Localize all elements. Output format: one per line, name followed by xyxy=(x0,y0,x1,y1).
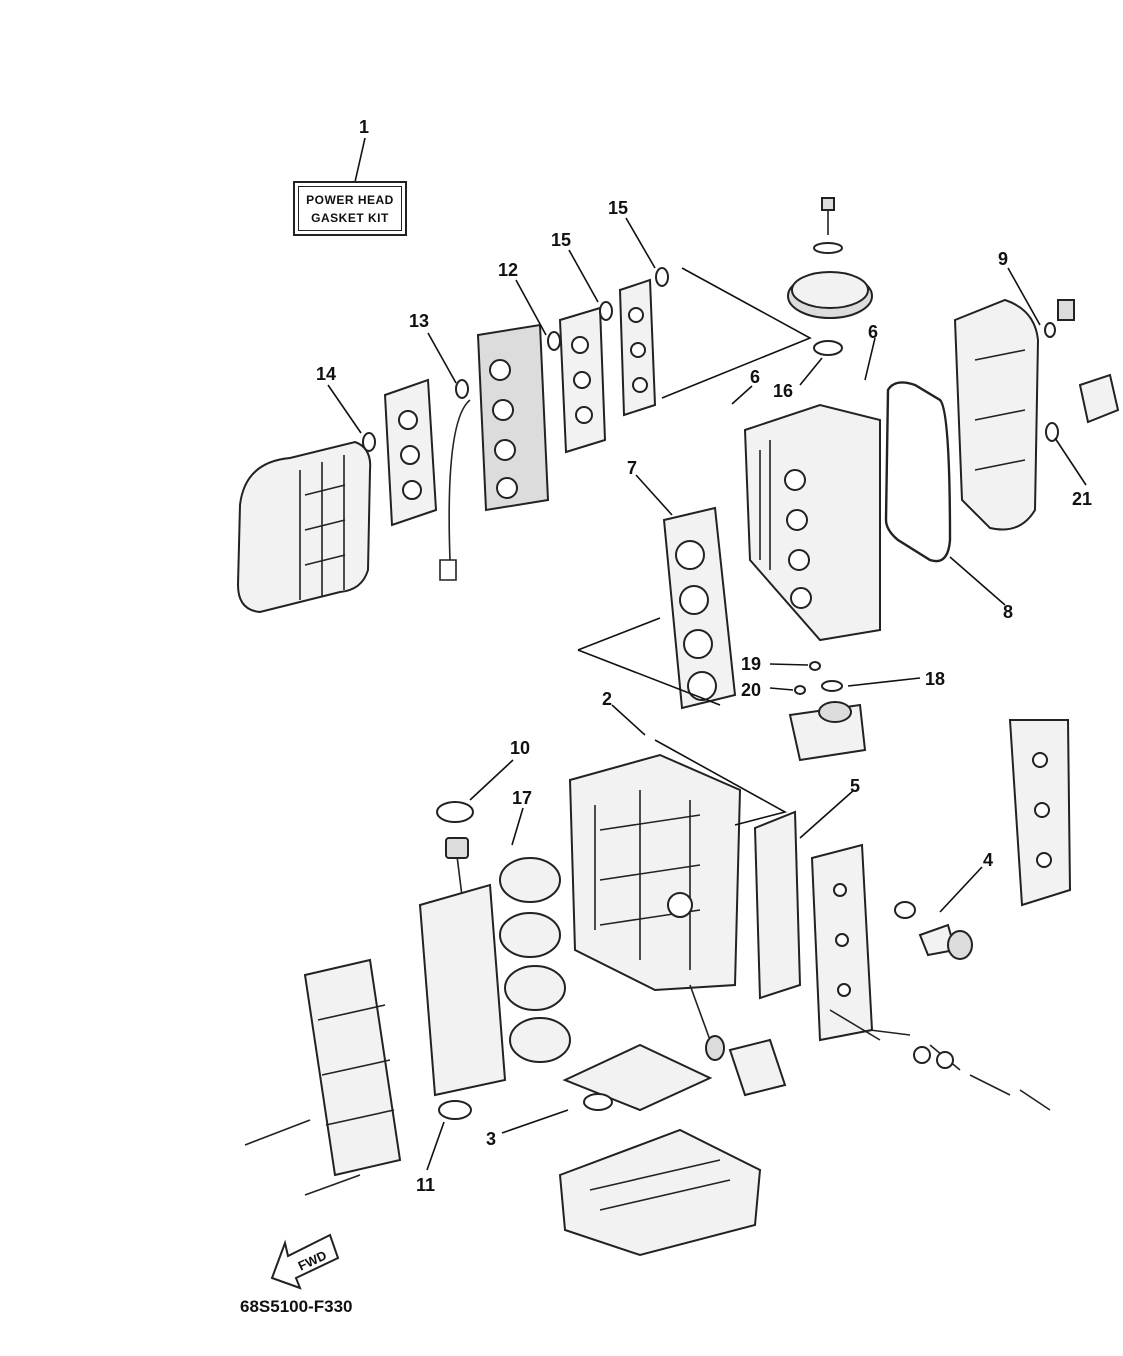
water-pump-housing xyxy=(788,661,867,762)
cover-gasket xyxy=(884,381,952,563)
cylinder-head-lower xyxy=(244,958,402,1196)
callout-15b: 15 xyxy=(608,198,628,218)
oil-filter xyxy=(689,984,787,1097)
o-ring-15a xyxy=(599,301,613,321)
crankcase xyxy=(568,753,742,992)
bolts-right xyxy=(829,1009,1051,1111)
flywheel xyxy=(787,197,873,319)
callout-11: 11 xyxy=(416,1175,435,1195)
reed-plate xyxy=(558,306,607,454)
cylinder-block-upper xyxy=(743,403,881,642)
callout-6a: 6 xyxy=(750,367,760,387)
callout-17: 17 xyxy=(512,788,532,808)
oil-seal-16 xyxy=(813,340,843,356)
o-ring-14 xyxy=(362,432,376,452)
callout-13: 13 xyxy=(409,311,429,331)
o-ring-13 xyxy=(455,379,469,399)
intake-gasket-plate xyxy=(383,378,438,527)
oil-seal-11 xyxy=(438,1100,472,1120)
carburetor-assembly xyxy=(439,323,550,581)
reed-gasket xyxy=(618,278,657,417)
callout-12: 12 xyxy=(498,260,518,280)
callout-4: 4 xyxy=(983,850,993,870)
head-gasket xyxy=(662,506,737,710)
callout-18: 18 xyxy=(925,669,945,689)
callout-14: 14 xyxy=(316,364,336,384)
crankshaft-assembly xyxy=(418,837,571,1097)
o-ring-15b xyxy=(655,267,669,287)
crankcase-gasket xyxy=(753,810,802,1000)
oil-seal-10 xyxy=(436,801,474,823)
gasket-kit-label-inner: POWER HEAD GASKET KIT xyxy=(298,186,402,231)
callout-1: 1 xyxy=(359,117,369,137)
lower-casing xyxy=(558,1128,762,1257)
callout-2: 2 xyxy=(602,689,612,709)
callout-19: 19 xyxy=(741,654,761,674)
exhaust-plate xyxy=(810,843,874,1042)
anode-4 xyxy=(894,901,973,960)
callout-5: 5 xyxy=(850,776,860,796)
callout-3: 3 xyxy=(486,1129,496,1149)
callout-7: 7 xyxy=(627,458,637,478)
gasket-kit-label-box: POWER HEAD GASKET KIT xyxy=(293,181,407,236)
outer-exhaust-cover xyxy=(1008,719,1072,907)
callout-21: 21 xyxy=(1072,489,1092,509)
exhaust-cover xyxy=(953,298,1040,531)
thermostat-cap xyxy=(1044,299,1120,442)
diagram-part-code: 68S5100-F330 xyxy=(240,1297,353,1316)
callout-10: 10 xyxy=(510,738,530,758)
kit-label-line2: GASKET KIT xyxy=(311,210,389,225)
o-ring-12 xyxy=(547,331,561,351)
intake-silencer xyxy=(236,440,372,614)
fwd-arrow-icon: FWD xyxy=(270,1233,340,1290)
kit-label-line1: POWER HEAD xyxy=(306,192,394,207)
callout-16: 16 xyxy=(773,381,793,401)
lower-gasket xyxy=(562,1043,713,1112)
callout-6b: 6 xyxy=(868,322,878,342)
callout-20: 20 xyxy=(741,680,761,700)
callout-9: 9 xyxy=(998,249,1008,269)
callout-15a: 15 xyxy=(551,230,571,250)
callout-8: 8 xyxy=(1003,602,1013,622)
